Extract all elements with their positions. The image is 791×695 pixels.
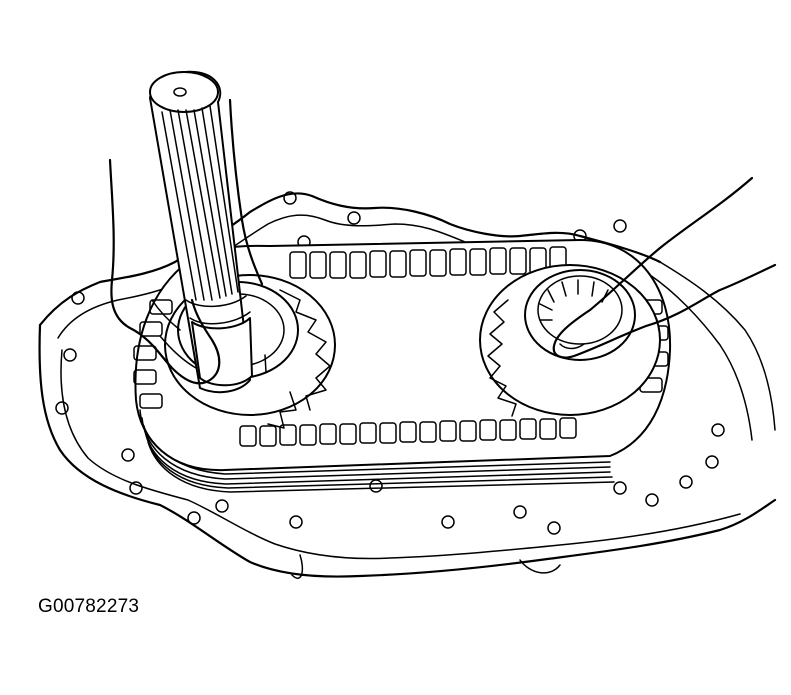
right-hand: [552, 176, 777, 359]
chain-link: [139, 393, 163, 409]
chain-links-bottom: [239, 417, 577, 447]
case-housing: [38, 192, 777, 579]
chain-link: [149, 299, 173, 315]
chain-link: [133, 369, 157, 385]
driven-sprocket: [479, 264, 661, 417]
output-shaft: [149, 70, 253, 394]
chain-link: [133, 345, 157, 361]
left-hand: [108, 98, 264, 385]
figure-code: G00782273: [38, 596, 140, 617]
chain-link: [139, 321, 163, 337]
